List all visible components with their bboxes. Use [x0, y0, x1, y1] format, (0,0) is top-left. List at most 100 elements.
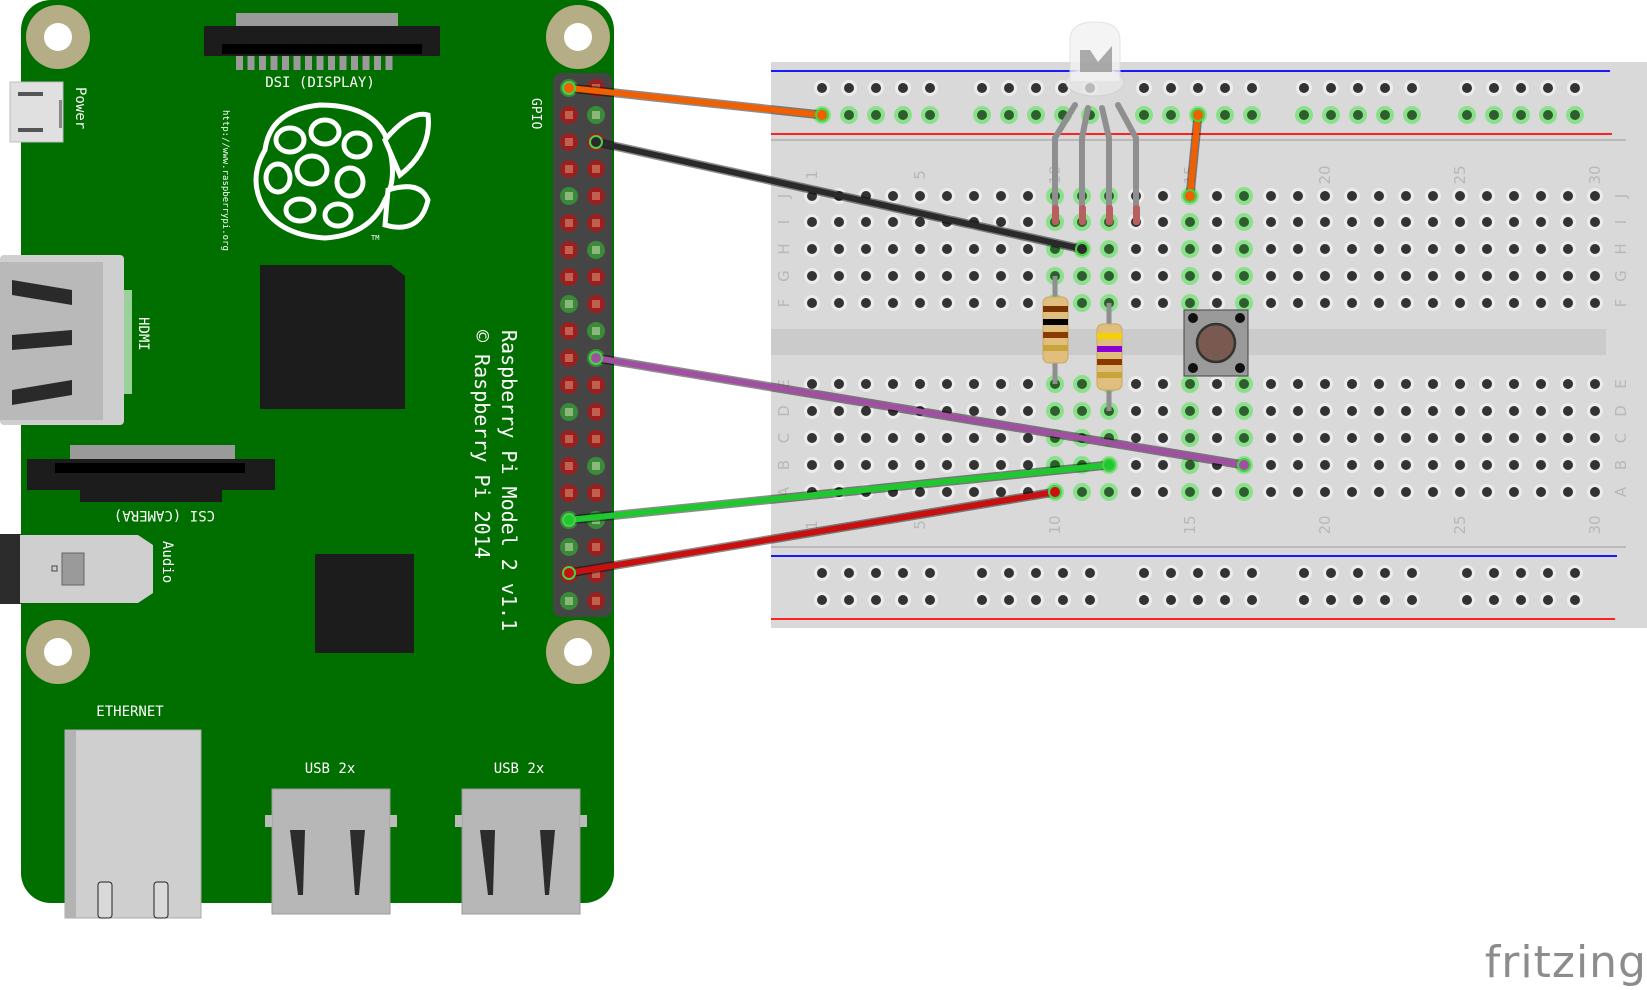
breadboard-hole	[1299, 83, 1309, 93]
breadboard-hole	[1293, 244, 1303, 254]
breadboard-hole	[871, 110, 881, 120]
breadboard-hole	[1320, 433, 1330, 443]
row-label-right: H	[1612, 243, 1630, 254]
breadboard-hole	[1401, 298, 1411, 308]
column-label-bottom: 5	[911, 520, 929, 530]
breadboard-hole	[1023, 244, 1033, 254]
breadboard-hole	[1509, 433, 1519, 443]
breadboard-hole	[1266, 379, 1276, 389]
model-text: Raspberry Pi Model 2 v1.1	[497, 330, 521, 631]
breadboard-hole	[834, 271, 844, 281]
breadboard-hole	[1536, 298, 1546, 308]
breadboard-hole	[861, 298, 871, 308]
breadboard-hole	[1353, 595, 1363, 605]
breadboard-hole	[1455, 379, 1465, 389]
breadboard-hole	[1374, 191, 1384, 201]
breadboard-hole	[1590, 298, 1600, 308]
usb-controller-chip	[315, 554, 414, 653]
breadboard-hole	[1212, 379, 1222, 389]
breadboard-hole	[807, 433, 817, 443]
gpio-pin-pad	[592, 435, 600, 443]
breadboard-hole	[1166, 83, 1176, 93]
breadboard-hole	[996, 487, 1006, 497]
usb-port-2	[455, 788, 587, 915]
row-label-right: A	[1612, 486, 1630, 497]
csi-pin	[150, 445, 158, 459]
breadboard-hole	[861, 406, 871, 416]
row-label-left: I	[775, 220, 793, 224]
breadboard-hole	[1239, 298, 1249, 308]
breadboard-hole	[1374, 271, 1384, 281]
breadboard-hole	[1374, 487, 1384, 497]
breadboard-hole	[1031, 568, 1041, 578]
breadboard-hole	[1239, 271, 1249, 281]
csi-pin	[81, 445, 89, 459]
breadboard-hole	[871, 595, 881, 605]
breadboard-hole	[1212, 433, 1222, 443]
breadboard-hole	[1401, 487, 1411, 497]
breadboard-hole	[1212, 487, 1222, 497]
breadboard-hole	[861, 379, 871, 389]
breadboard-hole	[969, 460, 979, 470]
breadboard-hole	[1131, 379, 1141, 389]
breadboard-hole	[1158, 191, 1168, 201]
breadboard-hole	[1563, 191, 1573, 201]
breadboard-hole	[1247, 110, 1257, 120]
breadboard-hole	[888, 217, 898, 227]
breadboard-hole	[1374, 433, 1384, 443]
breadboard-hole	[969, 191, 979, 201]
dsi-pin	[236, 56, 243, 70]
resistor-band	[1097, 359, 1122, 365]
csi-pin	[162, 445, 169, 459]
csi-pin	[208, 445, 215, 459]
breadboard-hole	[1212, 191, 1222, 201]
dsi-pin	[247, 56, 255, 70]
row-label-left: J	[775, 194, 793, 199]
breadboard-hole	[1247, 83, 1257, 93]
breadboard-hole	[925, 110, 935, 120]
breadboard-hole	[844, 83, 854, 93]
wire-red	[562, 485, 1062, 580]
breadboard-hole	[1570, 568, 1580, 578]
wire-core	[593, 355, 1247, 468]
breadboard-hole	[996, 244, 1006, 254]
breadboard-hole	[915, 460, 925, 470]
breadboard-hole	[1509, 406, 1519, 416]
mount-hole	[26, 620, 90, 684]
gpio-pin-pad	[592, 489, 600, 497]
breadboard-hole	[1563, 460, 1573, 470]
row-label-right: C	[1612, 433, 1630, 443]
wire-end	[562, 81, 576, 95]
breadboard-hole	[1320, 460, 1330, 470]
breadboard-hole	[977, 110, 987, 120]
breadboard-hole	[1347, 298, 1357, 308]
breadboard-hole	[1266, 298, 1276, 308]
breadboard-hole	[969, 487, 979, 497]
pushbutton	[1183, 309, 1249, 377]
dsi-pin	[374, 56, 381, 70]
breadboard-hole	[1407, 110, 1417, 120]
breadboard-hole	[1158, 217, 1168, 227]
breadboard-hole	[1266, 487, 1276, 497]
breadboard-hole	[1004, 83, 1014, 93]
breadboard-hole	[1085, 595, 1095, 605]
breadboard-hole	[1590, 406, 1600, 416]
breadboard-hole	[942, 244, 952, 254]
dsi-pin	[270, 56, 278, 70]
dsi-pin	[328, 56, 335, 70]
breadboard-hole	[1482, 487, 1492, 497]
mount-hole	[546, 5, 610, 69]
resistor-band	[1043, 319, 1068, 325]
breadboard-hole	[1380, 568, 1390, 578]
breadboard-hole	[1380, 83, 1390, 93]
breadboard-hole	[807, 244, 817, 254]
breadboard-hole	[898, 568, 908, 578]
breadboard-hole	[1320, 191, 1330, 201]
breadboard-hole	[977, 83, 987, 93]
column-label-bottom: 30	[1586, 515, 1604, 534]
breadboard-hole	[1326, 568, 1336, 578]
breadboard-hole	[1482, 406, 1492, 416]
wire-core	[1187, 112, 1201, 199]
breadboard-hole	[1193, 568, 1203, 578]
